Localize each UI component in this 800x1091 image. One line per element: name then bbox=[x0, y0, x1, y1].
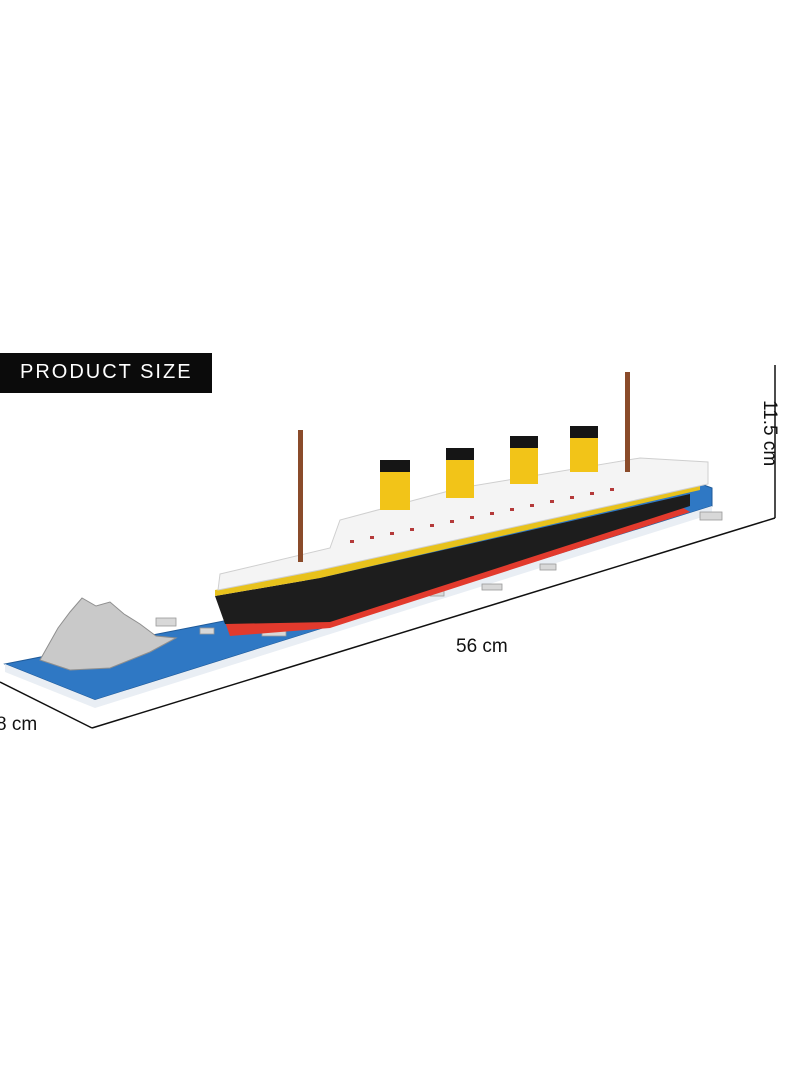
width-dimension-label: 8 cm bbox=[0, 714, 38, 735]
dimension-lines bbox=[0, 365, 776, 729]
funnels bbox=[380, 426, 598, 510]
product-size-badge: PRODUCT SIZE bbox=[0, 353, 212, 393]
funnel-2 bbox=[446, 448, 474, 498]
deck-superstructure bbox=[217, 457, 709, 591]
hull-black bbox=[215, 494, 690, 624]
iceberg bbox=[39, 597, 178, 671]
product-size-label: PRODUCT SIZE bbox=[20, 361, 193, 383]
funnel-4 bbox=[570, 426, 598, 472]
length-line bbox=[91, 517, 776, 729]
funnel-1 bbox=[380, 460, 410, 510]
mast-front bbox=[625, 372, 630, 472]
length-dimension-label: 56 cm bbox=[456, 636, 508, 657]
width-line bbox=[0, 681, 93, 729]
funnel-3 bbox=[510, 436, 538, 484]
mast-rear bbox=[298, 430, 303, 562]
cabin-windows bbox=[350, 488, 614, 543]
height-dimension-label: 11.5 cm bbox=[759, 400, 780, 467]
